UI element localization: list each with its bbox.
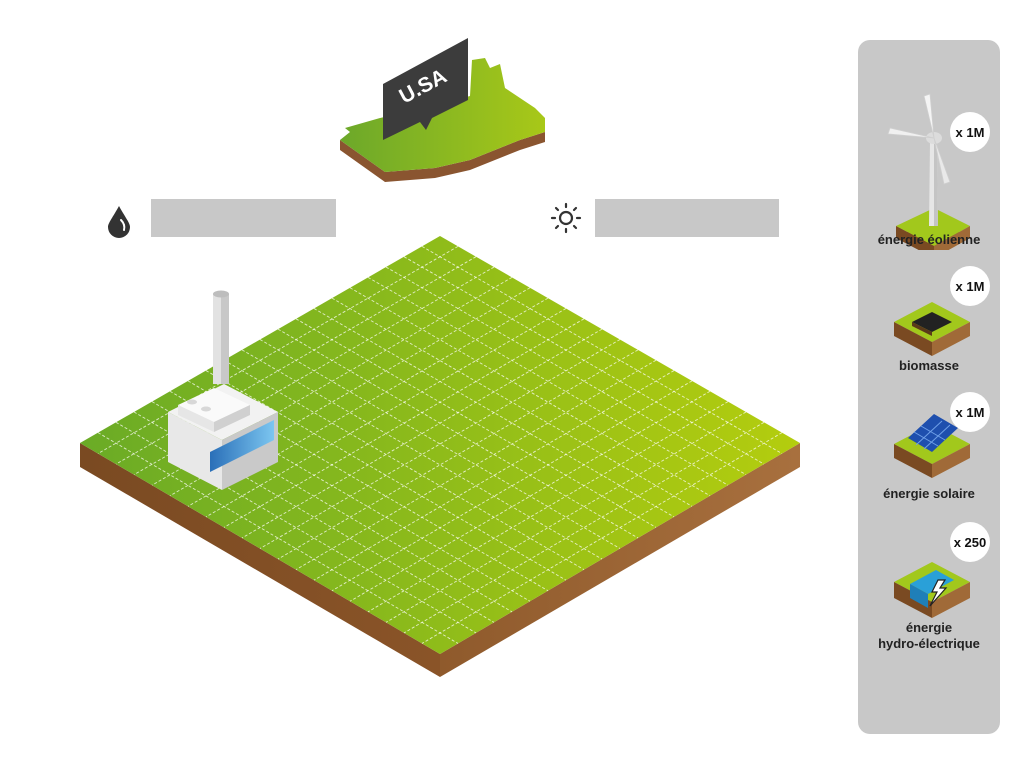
grid-line xyxy=(259,339,621,549)
solar-label: énergie solaire xyxy=(883,486,975,501)
grid-line xyxy=(313,370,675,581)
grid-line xyxy=(97,432,459,644)
grid-line xyxy=(403,421,765,634)
grid-line xyxy=(421,432,783,644)
biomass-pit-icon xyxy=(894,302,970,356)
wind-turbine-icon xyxy=(887,93,970,250)
grid-line xyxy=(367,401,729,613)
grid-line xyxy=(151,401,513,613)
energy-source-solar[interactable]: x 1M énergie solaire xyxy=(858,392,1000,510)
factory[interactable] xyxy=(168,290,278,491)
energy-source-wind[interactable]: x 1M énergie éolienne xyxy=(858,90,1000,250)
land-soil-right xyxy=(440,443,800,677)
grid-line xyxy=(331,380,693,592)
hydro-label: énergie hydro-électrique xyxy=(858,620,1000,652)
wind-label: énergie éolienne xyxy=(877,232,981,247)
grid-line xyxy=(277,349,639,560)
grid-line xyxy=(241,328,603,539)
land-soil-left xyxy=(80,443,440,677)
country-map[interactable]: U.SA xyxy=(340,38,545,182)
hydro-label-line2: hydro-électrique xyxy=(878,636,980,651)
biomass-count-badge: x 1M xyxy=(950,266,990,306)
grid-line xyxy=(295,318,657,528)
solar-panel-icon xyxy=(894,414,970,478)
solar-count-badge: x 1M xyxy=(950,392,990,432)
energy-source-biomass[interactable]: x 1M biomasse xyxy=(858,266,1000,378)
grid-line xyxy=(349,390,711,602)
grid-line xyxy=(169,390,531,602)
grid-line xyxy=(277,328,639,539)
grid-line xyxy=(367,277,729,486)
hydro-lightning-icon xyxy=(894,562,970,618)
grid-line xyxy=(295,359,657,570)
grid-line xyxy=(241,349,603,560)
grid-line xyxy=(205,370,567,581)
grid-line xyxy=(331,297,693,507)
grid-line xyxy=(349,287,711,497)
energy-sources-panel: x 1M énergie éolienne x 1M biomasse x 1M… xyxy=(858,40,1000,734)
land-grass-top xyxy=(80,236,800,654)
sun-stat-bar xyxy=(595,199,779,237)
grid-line xyxy=(133,411,495,623)
sun-icon xyxy=(550,202,582,234)
grid-line xyxy=(223,359,585,570)
usa-soil xyxy=(340,132,545,182)
wind-count-badge: x 1M xyxy=(950,112,990,152)
grid-line xyxy=(187,380,549,592)
usa-land xyxy=(340,58,545,172)
energy-source-hydro[interactable]: x 250 énergie hydro-électrique xyxy=(858,522,1000,652)
grid-line xyxy=(259,339,621,549)
water-stat-bar xyxy=(151,199,336,237)
country-sign xyxy=(383,38,468,140)
biomass-label: biomasse xyxy=(899,358,959,373)
grid-line xyxy=(223,318,585,528)
hydro-label-line1: énergie xyxy=(905,620,953,635)
water-drop-icon xyxy=(108,206,130,238)
grid-line xyxy=(115,421,477,634)
land-tile[interactable] xyxy=(80,236,800,677)
hydro-count-badge: x 250 xyxy=(950,522,990,562)
factory-window xyxy=(210,420,274,472)
grid-line xyxy=(385,411,747,623)
